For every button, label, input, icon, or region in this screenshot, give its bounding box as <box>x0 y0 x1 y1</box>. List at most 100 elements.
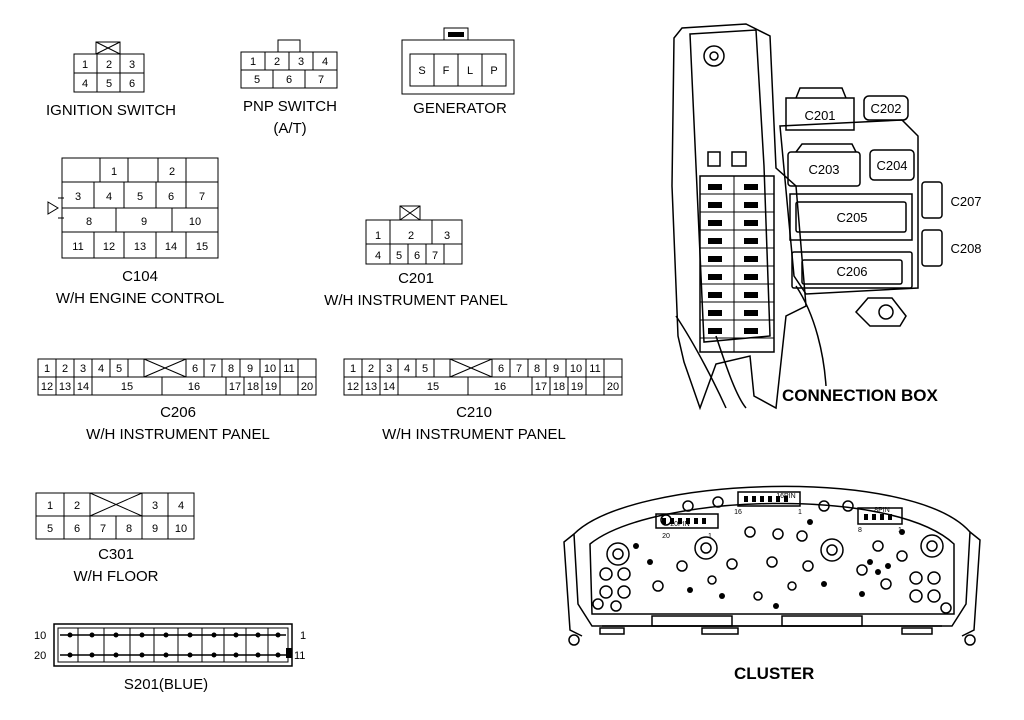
s201-label: S201(BLUE) <box>123 676 209 693</box>
c201-label: W/H INSTRUMENT PANEL <box>324 292 508 309</box>
pin-label: 19 <box>571 381 583 393</box>
pin-label: 3 <box>386 363 392 375</box>
pin-label: 7 <box>516 363 522 375</box>
connector-label-c201: C201 <box>804 108 835 123</box>
pin-label: 8 <box>126 523 132 535</box>
connector-label-c205: C205 <box>836 210 867 225</box>
pnp-switch-sublabel: (A/T) <box>273 120 307 137</box>
pin-label: 17 <box>229 381 241 393</box>
pin-label: 10 <box>34 630 46 642</box>
pin-label: 11 <box>283 363 294 375</box>
pin-label: 2 <box>274 56 280 68</box>
pin-label: 5 <box>106 78 112 90</box>
pin-label: 2 <box>169 166 175 178</box>
pin-label: 5 <box>254 74 260 86</box>
pin-label: 8 <box>534 363 540 375</box>
c206-connector: 1 2 3 4 5 6 7 8 9 10 11 12 13 14 15 16 1… <box>37 358 317 396</box>
pin-label: 2 <box>106 59 112 71</box>
c206-id: C206 <box>160 404 196 421</box>
pin-label: 17 <box>535 381 547 393</box>
cluster-label: CLUSTER <box>734 664 815 683</box>
c104-connector: 1 2 3 4 5 6 7 8 9 10 11 12 13 14 15 <box>47 157 219 259</box>
pin-label: 4 <box>322 56 328 68</box>
pin-label: 18 <box>553 381 565 393</box>
pin-label: 3 <box>129 59 135 71</box>
pin-label: 7 <box>432 250 438 262</box>
cluster-pin-label: 16PIN <box>776 493 795 500</box>
s201-joint-connector: 10 20 1 11 <box>34 623 306 667</box>
cluster-pin-label: 20PIN <box>670 521 689 528</box>
pin-label: 7 <box>100 523 106 535</box>
pin-label: 5 <box>137 191 143 203</box>
pin-label: 1 <box>250 56 256 68</box>
pin-label: 6 <box>414 250 420 262</box>
connection-box-label: CONNECTION BOX <box>782 386 938 405</box>
pin-label: 2 <box>368 363 374 375</box>
pin-label: 14 <box>165 241 177 253</box>
pin-label: 15 <box>427 381 439 393</box>
pin-label: 16 <box>188 381 200 393</box>
pin-label: 20 <box>607 381 619 393</box>
c301-connector: 1 2 3 4 5 6 7 8 9 10 <box>35 492 195 540</box>
pin-label: 6 <box>498 363 504 375</box>
connector-label-c208: C208 <box>950 241 981 256</box>
pin-label: S <box>418 65 425 77</box>
c210-label: W/H INSTRUMENT PANEL <box>382 426 566 443</box>
cluster-pin-number: 16 <box>734 509 742 516</box>
c206-label: W/H INSTRUMENT PANEL <box>86 426 270 443</box>
pin-label: 9 <box>152 523 158 535</box>
pin-label: 11 <box>589 363 600 375</box>
pin-label: 4 <box>178 500 184 512</box>
connector-label-c206: C206 <box>836 264 867 279</box>
pin-label: P <box>490 65 497 77</box>
pin-label: 2 <box>408 230 414 242</box>
c210-connector: 1 2 3 4 5 6 7 8 9 10 11 12 13 14 15 16 1… <box>343 358 623 396</box>
connector-label-c203: C203 <box>808 162 839 177</box>
pin-label: 5 <box>116 363 122 375</box>
pin-label: 4 <box>375 250 381 262</box>
pin-label: 3 <box>298 56 304 68</box>
generator-connector: S F L P <box>401 27 515 95</box>
pin-label: 19 <box>265 381 277 393</box>
ignition-switch-connector: 1 2 3 4 5 6 <box>73 41 145 93</box>
pin-label: 1 <box>44 363 50 375</box>
pin-label: 8 <box>86 216 92 228</box>
pin-label: 16 <box>494 381 506 393</box>
pin-label: 6 <box>168 191 174 203</box>
pin-label: 20 <box>34 650 46 662</box>
cluster-pin-number: 8 <box>858 527 862 534</box>
pin-label: 3 <box>152 500 158 512</box>
pnp-switch-label: PNP SWITCH <box>243 98 337 115</box>
pin-label: 4 <box>106 191 112 203</box>
ignition-switch-label: IGNITION SWITCH <box>46 102 176 119</box>
pin-label: 6 <box>192 363 198 375</box>
cluster-pin-number: 1 <box>898 527 902 534</box>
pin-label: 4 <box>82 78 88 90</box>
pin-label: 8 <box>228 363 234 375</box>
connector-label-c207: C207 <box>950 194 981 209</box>
generator-label: GENERATOR <box>413 100 507 117</box>
pin-label: L <box>467 65 473 77</box>
c201-id: C201 <box>398 270 434 287</box>
pin-label: 9 <box>553 363 559 375</box>
cluster-pin-number: 1 <box>798 509 802 516</box>
pin-label: 11 <box>294 650 305 662</box>
pin-label: 9 <box>141 216 147 228</box>
pnp-switch-connector: 1 2 3 4 5 6 7 <box>240 39 338 89</box>
pin-label: 3 <box>80 363 86 375</box>
c210-id: C210 <box>456 404 492 421</box>
pin-label: 14 <box>77 381 89 393</box>
pin-label: 4 <box>404 363 410 375</box>
cluster-pin-number: 1 <box>708 533 712 540</box>
connector-label-c202: C202 <box>870 101 901 116</box>
pin-label: 12 <box>347 381 359 393</box>
pin-label: 10 <box>264 363 276 375</box>
pin-label: 1 <box>300 630 306 642</box>
cluster-pin-label: 8PIN <box>874 507 890 514</box>
c104-label: W/H ENGINE CONTROL <box>55 290 225 307</box>
pin-label: 12 <box>41 381 53 393</box>
cluster-drawing: 20PIN 16PIN 8PIN 20 1 16 1 8 1 <box>563 485 981 646</box>
pin-label: 6 <box>129 78 135 90</box>
connection-box-drawing: C201 C202 C203 C204 C205 C206 C207 C208 <box>671 23 982 411</box>
pin-label: 10 <box>570 363 582 375</box>
